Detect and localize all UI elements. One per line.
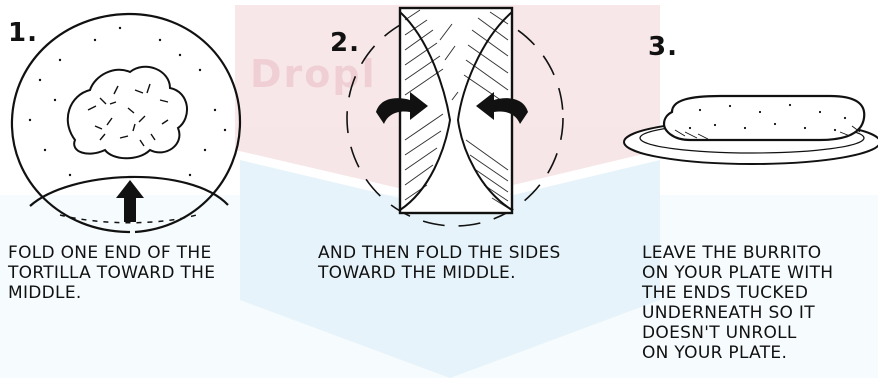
step-3-caption: LEAVE THE BURRITO ON YOUR PLATE WITH THE… bbox=[642, 243, 833, 363]
